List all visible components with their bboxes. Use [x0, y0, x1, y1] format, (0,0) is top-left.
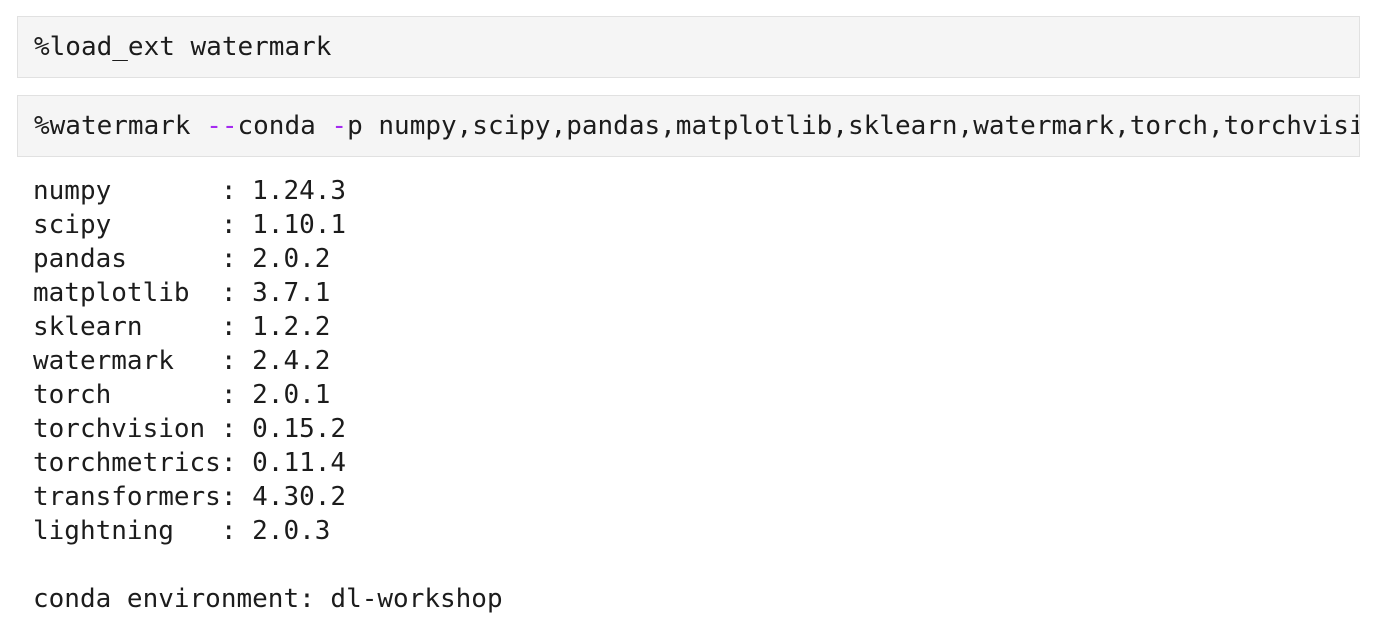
package-row: numpy: 1.24.3	[33, 174, 1360, 208]
package-version: 3.7.1	[252, 278, 331, 308]
separator: :	[220, 414, 253, 444]
package-version: 2.4.2	[252, 346, 331, 376]
package-name: torchvision	[33, 414, 206, 444]
package-name: matplotlib	[33, 278, 190, 308]
code-token-default: conda	[237, 111, 332, 141]
conda-environment-label: conda environment:	[33, 584, 315, 614]
separator: :	[220, 176, 253, 206]
code-token-default: %load_ext watermark	[34, 32, 332, 62]
package-row: transformers: 4.30.2	[33, 480, 1360, 514]
code-line-load-ext: %load_ext watermark	[34, 30, 1359, 64]
package-row: torch: 2.0.1	[33, 378, 1360, 412]
package-name: scipy	[33, 210, 112, 240]
package-row: torchvision: 0.15.2	[33, 412, 1360, 446]
separator: :	[220, 244, 253, 274]
separator: :	[220, 482, 253, 512]
code-token-operator: -	[331, 111, 348, 141]
space	[315, 584, 331, 614]
package-name: lightning	[33, 516, 174, 546]
package-row: scipy: 1.10.1	[33, 208, 1360, 242]
package-version: 1.24.3	[252, 176, 347, 206]
code-token-default: p numpy,scipy,pandas,matplotlib,sklearn,…	[347, 111, 1360, 141]
package-name: torch	[33, 380, 112, 410]
code-line-watermark: %watermark --conda -p numpy,scipy,pandas…	[34, 109, 1359, 143]
package-name: pandas	[33, 244, 127, 274]
conda-environment-value: dl-workshop	[330, 584, 503, 614]
separator: :	[220, 516, 253, 546]
code-cell-load-ext[interactable]: %load_ext watermark	[17, 16, 1360, 78]
package-version: 0.11.4	[252, 448, 347, 478]
package-row: watermark: 2.4.2	[33, 344, 1360, 378]
package-version: 2.0.2	[252, 244, 331, 274]
package-version: 2.0.3	[252, 516, 331, 546]
package-version: 1.10.1	[252, 210, 347, 240]
code-token-default: %watermark	[34, 111, 207, 141]
package-row: matplotlib: 3.7.1	[33, 276, 1360, 310]
code-token-operator: --	[206, 111, 238, 141]
package-row: sklearn: 1.2.2	[33, 310, 1360, 344]
separator: :	[220, 380, 253, 410]
blank-line	[33, 548, 1360, 582]
package-row: lightning: 2.0.3	[33, 514, 1360, 548]
package-row: torchmetrics: 0.11.4	[33, 446, 1360, 480]
package-name: numpy	[33, 176, 112, 206]
conda-environment-line: conda environment: dl-workshop	[33, 582, 1360, 616]
package-name: watermark	[33, 346, 174, 376]
separator: :	[220, 210, 253, 240]
package-name: torchmetrics	[33, 448, 221, 478]
package-version: 2.0.1	[252, 380, 331, 410]
package-version: 1.2.2	[252, 312, 331, 342]
package-version: 4.30.2	[252, 482, 347, 512]
separator: :	[220, 448, 253, 478]
package-version: 0.15.2	[252, 414, 347, 444]
package-row: pandas: 2.0.2	[33, 242, 1360, 276]
package-name: sklearn	[33, 312, 143, 342]
package-name: transformers	[33, 482, 221, 512]
separator: :	[220, 312, 253, 342]
separator: :	[220, 346, 253, 376]
separator: :	[220, 278, 253, 308]
code-cell-watermark[interactable]: %watermark --conda -p numpy,scipy,pandas…	[17, 95, 1360, 157]
notebook-page: %load_ext watermark %watermark --conda -…	[17, 16, 1360, 616]
